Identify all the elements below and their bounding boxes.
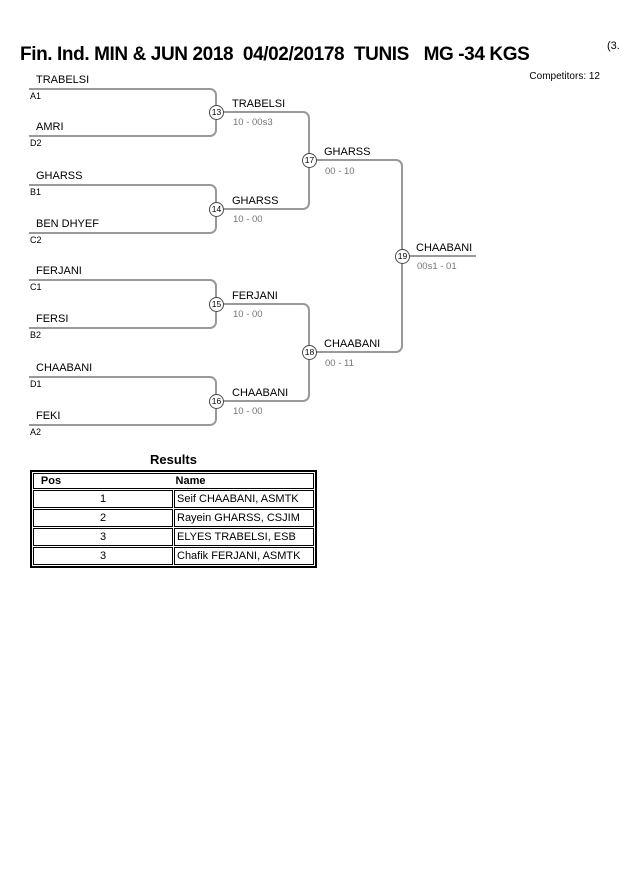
player-name: FERJANI: [36, 265, 82, 277]
seed-label: D2: [30, 138, 42, 148]
results-header-row: Pos Name: [33, 473, 314, 489]
competitor-name-cell: Rayein GHARSS, CSJIM: [174, 509, 314, 527]
player-name: CHAABANI: [36, 362, 93, 374]
match-19-bracket: [308, 159, 403, 353]
player-name: GHARSS: [36, 170, 83, 182]
player-name: AMRI: [36, 121, 64, 133]
player-name: FEKI: [36, 410, 61, 422]
winner-name: GHARSS: [232, 195, 279, 207]
match-score: 00 - 11: [325, 358, 354, 369]
seed-label: D1: [30, 379, 42, 389]
seed-label: A1: [30, 91, 42, 101]
table-row: 3 Chafik FERJANI, ASMTK: [33, 547, 314, 565]
match-number-badge: 19: [395, 249, 410, 264]
table-row: 3 ELYES TRABELSI, ESB: [33, 528, 314, 546]
seed-label: B2: [30, 330, 42, 340]
position-cell: 1: [33, 490, 173, 508]
match-score: 10 - 00: [233, 214, 263, 225]
match-17-bracket: [218, 111, 310, 210]
match-number-badge: 18: [302, 345, 317, 360]
results-title: Results: [150, 452, 197, 467]
match-score: 00s1 - 01: [417, 261, 457, 272]
competitor-name-cell: ELYES TRABELSI, ESB: [174, 528, 314, 546]
results-table: Pos Name 1 Seif CHAABANI, ASMTK 2 Rayein…: [30, 470, 317, 568]
position-cell: 2: [33, 509, 173, 527]
match-number-badge: 16: [209, 394, 224, 409]
winner-name: CHAABANI: [416, 242, 473, 254]
seed-label: A2: [30, 427, 42, 437]
seed-label: C1: [30, 282, 42, 292]
title-superscript: (3.: [607, 40, 620, 52]
match-score: 10 - 00: [233, 309, 263, 320]
winner-name: CHAABANI: [324, 338, 381, 350]
position-cell: 3: [33, 547, 173, 565]
column-header-pos: Pos: [40, 475, 62, 487]
match-number-badge: 13: [209, 105, 224, 120]
table-row: 2 Rayein GHARSS, CSJIM: [33, 509, 314, 527]
seed-label: B1: [30, 187, 42, 197]
match-score: 10 - 00: [233, 406, 263, 417]
match-18-bracket: [218, 303, 310, 402]
match-number-badge: 17: [302, 153, 317, 168]
winner-name: TRABELSI: [232, 98, 286, 110]
page-title: Fin. Ind. MIN & JUN 2018 04/02/20178 TUN…: [20, 44, 530, 65]
table-row: 1 Seif CHAABANI, ASMTK: [33, 490, 314, 508]
column-header-name: Name: [175, 475, 206, 487]
winner-name: GHARSS: [324, 146, 371, 158]
match-score: 10 - 00s3: [233, 117, 273, 128]
competitors-count: Competitors: 12: [529, 71, 600, 82]
match-score: 00 - 10: [325, 166, 355, 177]
competitor-name-cell: Chafik FERJANI, ASMTK: [174, 547, 314, 565]
seed-label: C2: [30, 235, 42, 245]
position-cell: 3: [33, 528, 173, 546]
competitor-name-cell: Seif CHAABANI, ASMTK: [174, 490, 314, 508]
player-name: TRABELSI: [36, 74, 90, 86]
player-name: FERSI: [36, 313, 69, 325]
player-name: BEN DHYEF: [36, 218, 99, 230]
final-winner-line: [403, 255, 476, 257]
match-number-badge: 14: [209, 202, 224, 217]
match-number-badge: 15: [209, 297, 224, 312]
winner-name: FERJANI: [232, 290, 278, 302]
winner-name: CHAABANI: [232, 387, 289, 399]
